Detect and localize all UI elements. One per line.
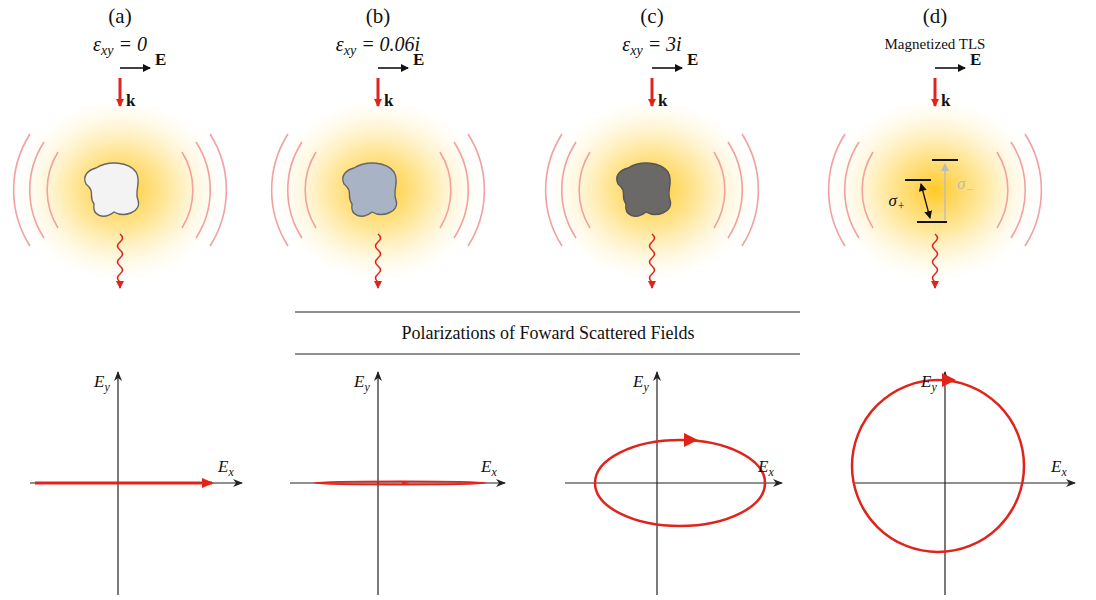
equation-label: εxy = 0 [93,34,147,54]
axis-label: Ey [921,373,937,390]
field-vector-label: E [687,51,698,68]
axis-label: Ex [481,458,497,475]
panel-c-scatterer [546,68,759,288]
axis-label: Ey [94,373,110,390]
axis-label: Ey [633,373,649,390]
section-heading: Polarizations of Foward Scattered Fields [402,324,695,342]
axis-label: Ey [354,373,370,390]
transition-label: σ− [957,175,973,192]
axis-label: Ex [218,458,234,475]
transition-label: σ+ [889,192,905,209]
wavevector-label: k [658,92,667,109]
panel-letter: (d) [923,6,948,27]
axis-label: Ex [1051,458,1067,475]
panel-letter: (c) [640,6,663,27]
polarization-axes [30,372,1075,595]
flat-ellipse-polarization [315,481,485,484]
circular-polarization [852,380,1024,552]
field-vector-label: E [970,51,981,68]
divider-line [295,354,800,355]
panel-letter: (a) [108,6,131,27]
panel-letter: (b) [366,6,391,27]
linear-polarization [35,482,212,485]
panel-a-scatterer [14,68,227,288]
wavevector-label: k [941,92,950,109]
divider-line [295,312,800,313]
wavevector-label: k [126,92,135,109]
panel-d-tls [829,68,1042,288]
field-vector-label: E [155,51,166,68]
elliptical-polarization [595,440,765,526]
equation-label: εxy = 3i [622,34,681,54]
panel-title: Magnetized TLS [885,37,986,52]
field-vector-label: E [413,51,424,68]
panel-b-scatterer [272,68,485,288]
axis-label: Ex [758,458,774,475]
wavevector-label: k [384,92,393,109]
equation-label: εxy = 0.06i [336,34,420,54]
